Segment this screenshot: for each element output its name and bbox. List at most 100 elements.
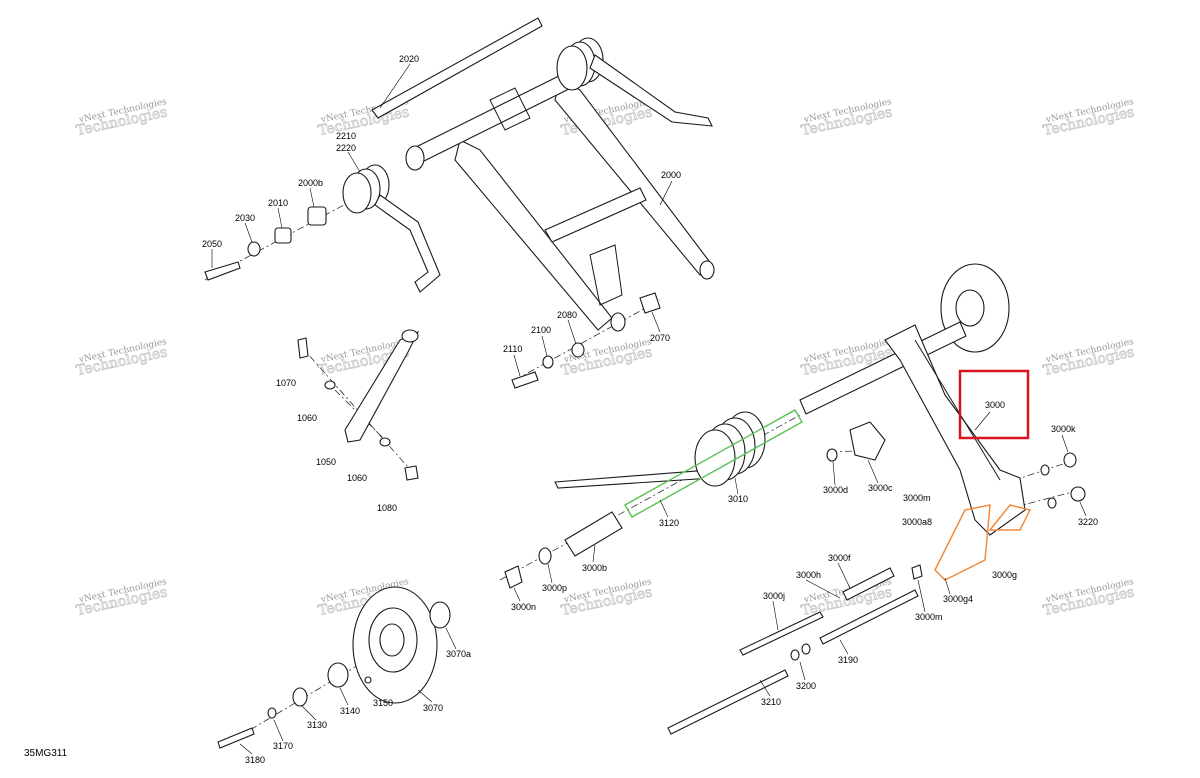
spacer-3140 [327,662,349,688]
callout-2050[interactable]: 2050 [202,239,222,249]
callout-3000b[interactable]: 3000b [582,563,607,573]
washer-3000d [826,448,838,462]
nut-3220 [1070,486,1086,502]
bushing [405,145,425,171]
callout-3000k[interactable]: 3000k [1051,424,1076,434]
washer-3200 [790,649,800,661]
bushing-3000b [564,511,623,557]
screw-3150 [364,676,372,684]
callout-3000h[interactable]: 3000h [796,570,821,580]
nut-2070 [639,292,661,314]
callout-2010[interactable]: 2010 [268,198,288,208]
bolt-3000m [911,564,923,580]
callout-3000a8[interactable]: 3000a8 [902,517,932,527]
plate-3000g [934,504,991,581]
left-spring-group [204,164,441,293]
callout-1080[interactable]: 1080 [377,503,397,513]
bushing [699,260,715,280]
wheel-3070-group [217,586,451,749]
callout-2000b[interactable]: 2000b [298,178,323,188]
callout-1060[interactable]: 1060 [347,473,367,483]
lower-arm-assembly [799,263,1086,581]
spring-coil [694,429,736,487]
washer [1047,497,1057,509]
bolt-2110 [511,371,539,389]
callout-3170[interactable]: 3170 [273,741,293,751]
callout-2100[interactable]: 2100 [531,325,551,335]
spacer-3000n [504,565,523,589]
callout-3130[interactable]: 3130 [307,720,327,730]
callout-3140[interactable]: 3140 [340,706,360,716]
arm-3000 [884,324,1026,536]
callout-3000c[interactable]: 3000c [868,483,893,493]
wheel-hub [379,623,405,657]
callout-3010[interactable]: 3010 [728,494,748,504]
callout-3000p[interactable]: 3000p [542,583,567,593]
callout-3070a[interactable]: 3070a [446,649,471,659]
callout-3120[interactable]: 3120 [659,518,679,528]
callout-3070[interactable]: 3070 [423,703,443,713]
callout-2000[interactable]: 2000 [661,170,681,180]
callout-3220[interactable]: 3220 [1078,517,1098,527]
callout-2030[interactable]: 2030 [235,213,255,223]
link-eye [401,329,419,343]
callout-3000j[interactable]: 3000j [763,591,785,601]
bolt-3180 [217,727,255,749]
bracket [489,87,531,131]
washer [1040,464,1050,476]
callout-1060[interactable]: 1060 [297,413,317,423]
callout-1070[interactable]: 1070 [276,378,296,388]
callout-3000d[interactable]: 3000d [823,485,848,495]
spacer-2010 [274,227,292,244]
callout-1050[interactable]: 1050 [316,457,336,467]
callout-3000f[interactable]: 3000f [828,553,851,563]
sleeve-3000f [842,567,895,601]
nut-3000k [1063,452,1077,468]
spring-arm [589,54,713,127]
spring-3010-group [504,409,803,589]
diagram-code: 35MG311 [24,748,68,759]
callout-3180[interactable]: 3180 [245,755,265,765]
leader-lines [211,63,1087,755]
washer-1060 [324,380,336,390]
washer-2030 [247,241,261,257]
callout-3000g[interactable]: 3000g [992,570,1017,580]
spring-coil [342,172,372,214]
idler-hub [955,289,985,327]
bracket-3000c [849,421,886,461]
callout-2220[interactable]: 2220 [336,143,356,153]
callout-3150[interactable]: 3150 [373,698,393,708]
spring-coil [556,45,588,91]
callout-3000n[interactable]: 3000n [511,602,536,612]
pivot-hardware [511,292,661,389]
callout-2070[interactable]: 2070 [650,333,670,343]
link-1050-group [297,329,420,481]
callout-3000m[interactable]: 3000m [915,612,943,622]
callout-3000[interactable]: 3000 [985,400,1005,410]
bolt-3210 [667,669,789,735]
bolt-1070 [297,337,309,359]
callout-3200[interactable]: 3200 [796,681,816,691]
bushing-2000b [307,206,327,226]
callout-3210[interactable]: 3210 [761,697,781,707]
upper-arm-assembly [371,17,715,332]
callout-2080[interactable]: 2080 [557,310,577,320]
bolt-2050 [204,261,241,281]
washer-3200 [801,643,811,655]
callout-3000g4[interactable]: 3000g4 [943,594,973,604]
spring-arm [374,194,441,293]
plate-3000g [988,504,1032,531]
callout-3000m[interactable]: 3000m [903,493,931,503]
crossbar-2000 [544,187,647,243]
callout-labels: 2020 2210 2220 2000b 2010 2030 2050 2000… [202,54,1098,765]
callout-2210[interactable]: 2210 [336,131,356,141]
bushing-2080 [571,342,585,358]
callout-2020[interactable]: 2020 [399,54,419,64]
nut-1080 [404,465,419,481]
callout-3190[interactable]: 3190 [838,655,858,665]
assembly-axes [204,179,1081,746]
rod-3190 [819,589,919,645]
callout-2110[interactable]: 2110 [503,344,522,354]
spacer-3130 [292,687,308,707]
